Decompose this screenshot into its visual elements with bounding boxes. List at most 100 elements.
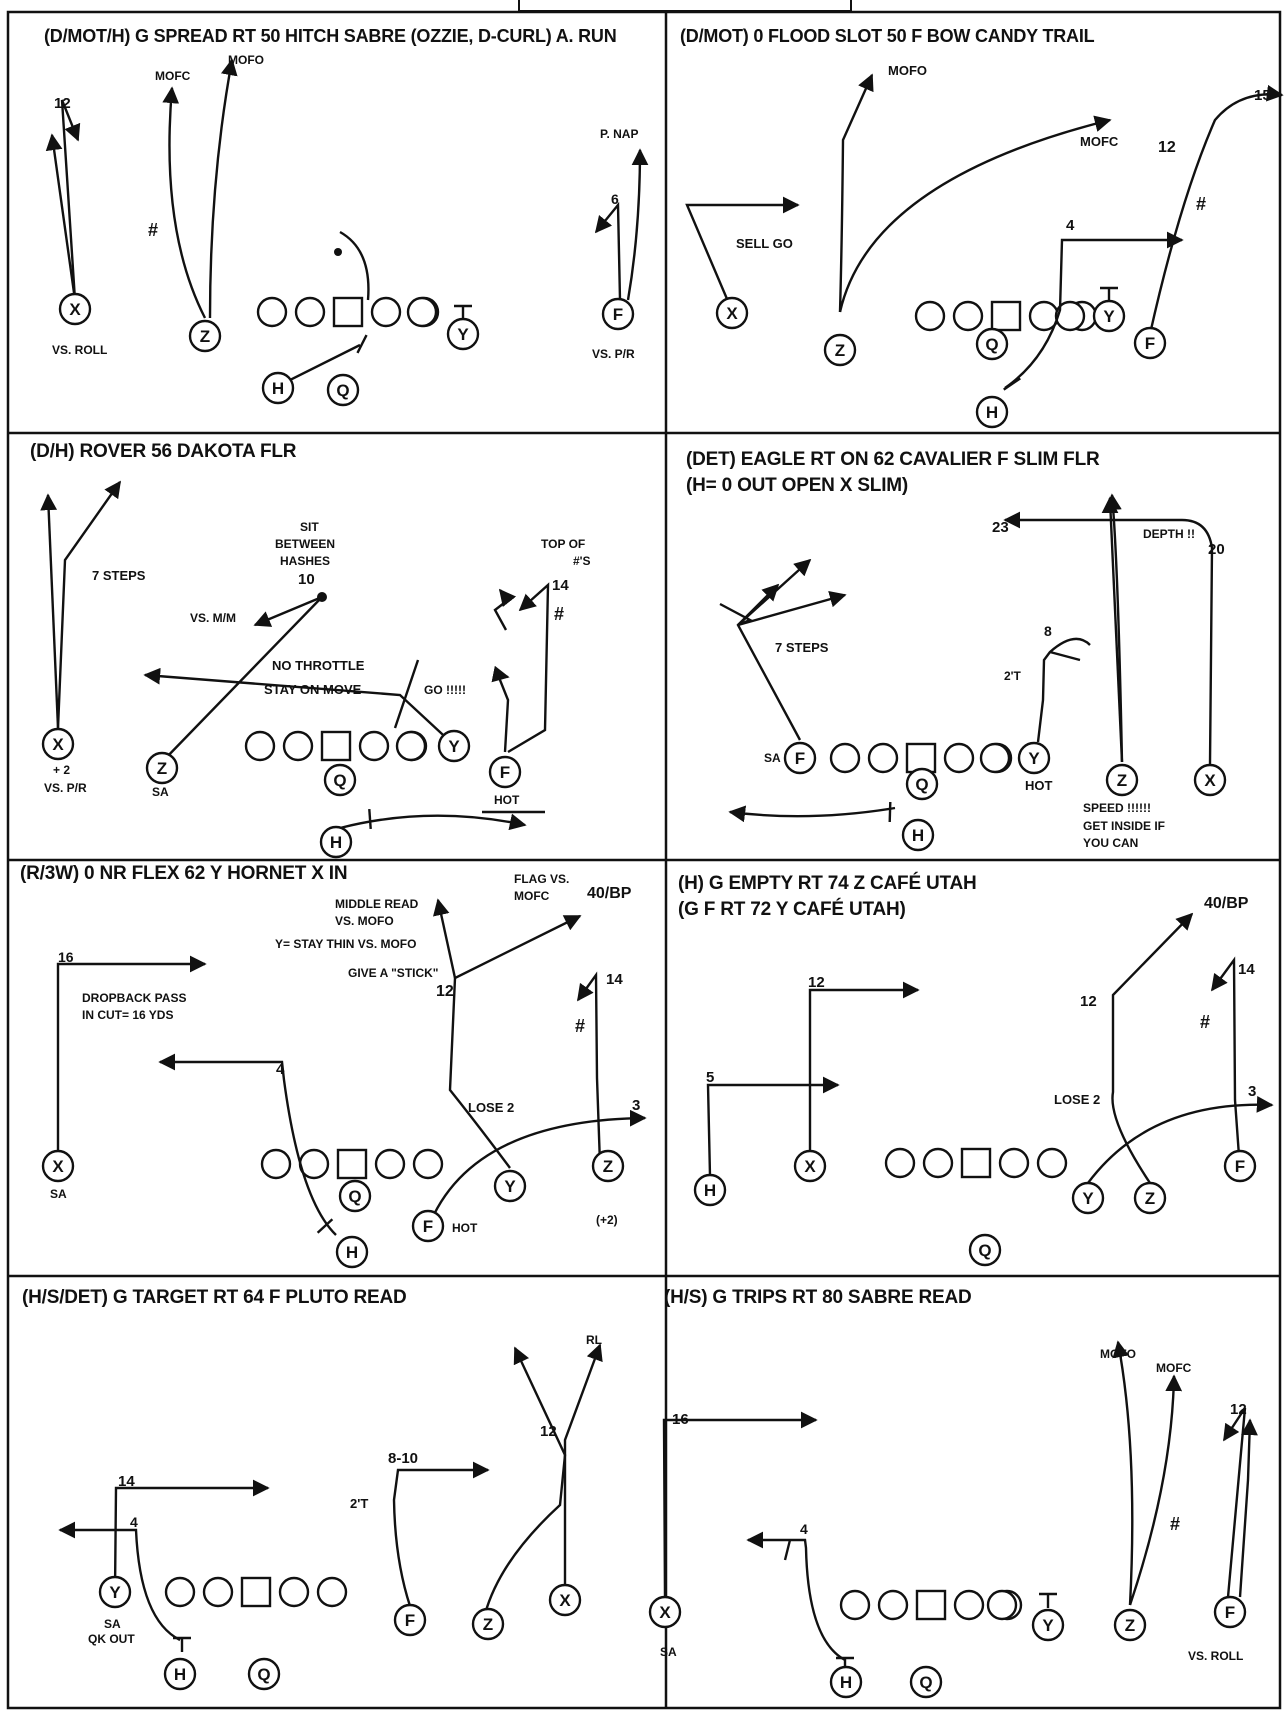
player-marker bbox=[648, 1595, 682, 1629]
route-line bbox=[737, 590, 847, 627]
player-label: H bbox=[330, 833, 342, 852]
route-line bbox=[448, 914, 582, 1169]
route-line bbox=[1105, 493, 1124, 763]
route-label: IN CUT= 16 YDS bbox=[82, 1008, 173, 1022]
player-label: Y bbox=[448, 737, 460, 756]
route-label: MOFC bbox=[1080, 134, 1119, 149]
player-label: F bbox=[1235, 1157, 1245, 1176]
route-label: 12 bbox=[436, 983, 454, 1000]
route-line bbox=[339, 230, 370, 301]
player-label: Q bbox=[257, 1665, 270, 1684]
player-label: H bbox=[912, 826, 924, 845]
route-line bbox=[685, 196, 800, 307]
player-marker bbox=[1017, 741, 1051, 775]
player-marker bbox=[98, 1575, 132, 1609]
player-label: Q bbox=[915, 775, 928, 794]
route-line bbox=[1238, 1418, 1258, 1598]
player-marker bbox=[437, 729, 471, 763]
player-marker bbox=[591, 1149, 625, 1183]
player-marker bbox=[975, 395, 1009, 429]
route-label: P. NAP bbox=[600, 127, 638, 141]
player-label: H bbox=[704, 1181, 716, 1200]
route-line bbox=[719, 602, 753, 627]
lineman bbox=[294, 296, 326, 328]
route-line bbox=[493, 588, 517, 631]
route-label: SA bbox=[50, 1187, 67, 1201]
lineman bbox=[244, 730, 276, 762]
route-line bbox=[158, 1053, 337, 1236]
player-label: X bbox=[659, 1603, 671, 1622]
route-line bbox=[433, 898, 457, 979]
lineman bbox=[256, 296, 288, 328]
route-line bbox=[626, 148, 649, 301]
lineman bbox=[260, 1148, 292, 1180]
lineman bbox=[395, 730, 427, 762]
player-marker bbox=[145, 751, 179, 785]
route-label: # bbox=[148, 220, 158, 240]
route-label: 12 bbox=[54, 95, 71, 112]
route-line bbox=[838, 73, 874, 313]
lineman bbox=[914, 300, 946, 332]
route-label: NO THROTTLE bbox=[272, 658, 365, 673]
route-label: MOFO bbox=[888, 63, 927, 78]
lineman bbox=[877, 1589, 909, 1621]
panel-3-title: (D/H) ROVER 56 DAKOTA FLR bbox=[30, 441, 297, 462]
player-label: Y bbox=[1103, 307, 1115, 326]
player-marker bbox=[601, 297, 635, 331]
player-label: F bbox=[405, 1611, 415, 1630]
center-lineman bbox=[915, 1589, 947, 1621]
lineman bbox=[953, 1589, 985, 1621]
player-label: Z bbox=[1125, 1616, 1135, 1635]
panel-7-title: (H/S/DET) G TARGET RT 64 F PLUTO READ bbox=[22, 1287, 407, 1308]
lineman bbox=[1054, 300, 1086, 332]
lineman bbox=[998, 1147, 1030, 1179]
lineman bbox=[829, 742, 861, 774]
player-marker bbox=[41, 1149, 75, 1183]
center-lineman bbox=[905, 742, 937, 774]
route-label: # bbox=[1196, 194, 1206, 214]
route-label: 5 bbox=[706, 1069, 714, 1086]
route-label: 4 bbox=[130, 1514, 138, 1530]
player-label: F bbox=[423, 1217, 433, 1236]
route-label: 14 bbox=[606, 971, 623, 988]
route-label: VS. M/M bbox=[190, 611, 236, 625]
route-line bbox=[728, 805, 896, 823]
lineman bbox=[316, 1576, 348, 1608]
player-marker bbox=[1133, 1181, 1167, 1215]
player-label: F bbox=[500, 763, 510, 782]
route-line bbox=[507, 582, 550, 754]
route-label: 4 bbox=[800, 1521, 808, 1537]
route-line bbox=[1222, 1407, 1247, 1598]
player-marker bbox=[715, 296, 749, 330]
center-lineman bbox=[240, 1576, 272, 1608]
route-line bbox=[1211, 956, 1242, 1171]
route-label: SA bbox=[152, 785, 169, 799]
route-label: HOT bbox=[494, 793, 520, 807]
player-marker bbox=[247, 1657, 281, 1691]
route-line bbox=[1003, 511, 1214, 765]
route-label: VS. ROLL bbox=[1188, 1649, 1243, 1663]
player-marker bbox=[693, 1173, 727, 1207]
route-line bbox=[1128, 1374, 1183, 1606]
center-lineman bbox=[990, 300, 1022, 332]
route-label: SPEED !!!!!! bbox=[1083, 801, 1151, 815]
route-label: 2'T bbox=[1004, 669, 1022, 683]
player-marker bbox=[1223, 1149, 1257, 1183]
center-lineman bbox=[332, 296, 364, 328]
player-marker bbox=[411, 1209, 445, 1243]
route-line bbox=[483, 1346, 567, 1615]
route-line bbox=[1111, 912, 1194, 1184]
player-label: Y bbox=[457, 325, 469, 344]
route-line bbox=[1036, 637, 1091, 743]
route-label: 12 bbox=[540, 1423, 557, 1440]
player-marker bbox=[1105, 763, 1139, 797]
route-label: SA bbox=[764, 751, 781, 765]
route-label: 8 bbox=[1044, 623, 1052, 639]
route-line bbox=[746, 1531, 846, 1662]
lineman bbox=[278, 1576, 310, 1608]
player-label: X bbox=[1204, 771, 1216, 790]
center-lineman bbox=[320, 730, 352, 762]
player-label: Q bbox=[333, 771, 346, 790]
route-line bbox=[1004, 231, 1184, 389]
